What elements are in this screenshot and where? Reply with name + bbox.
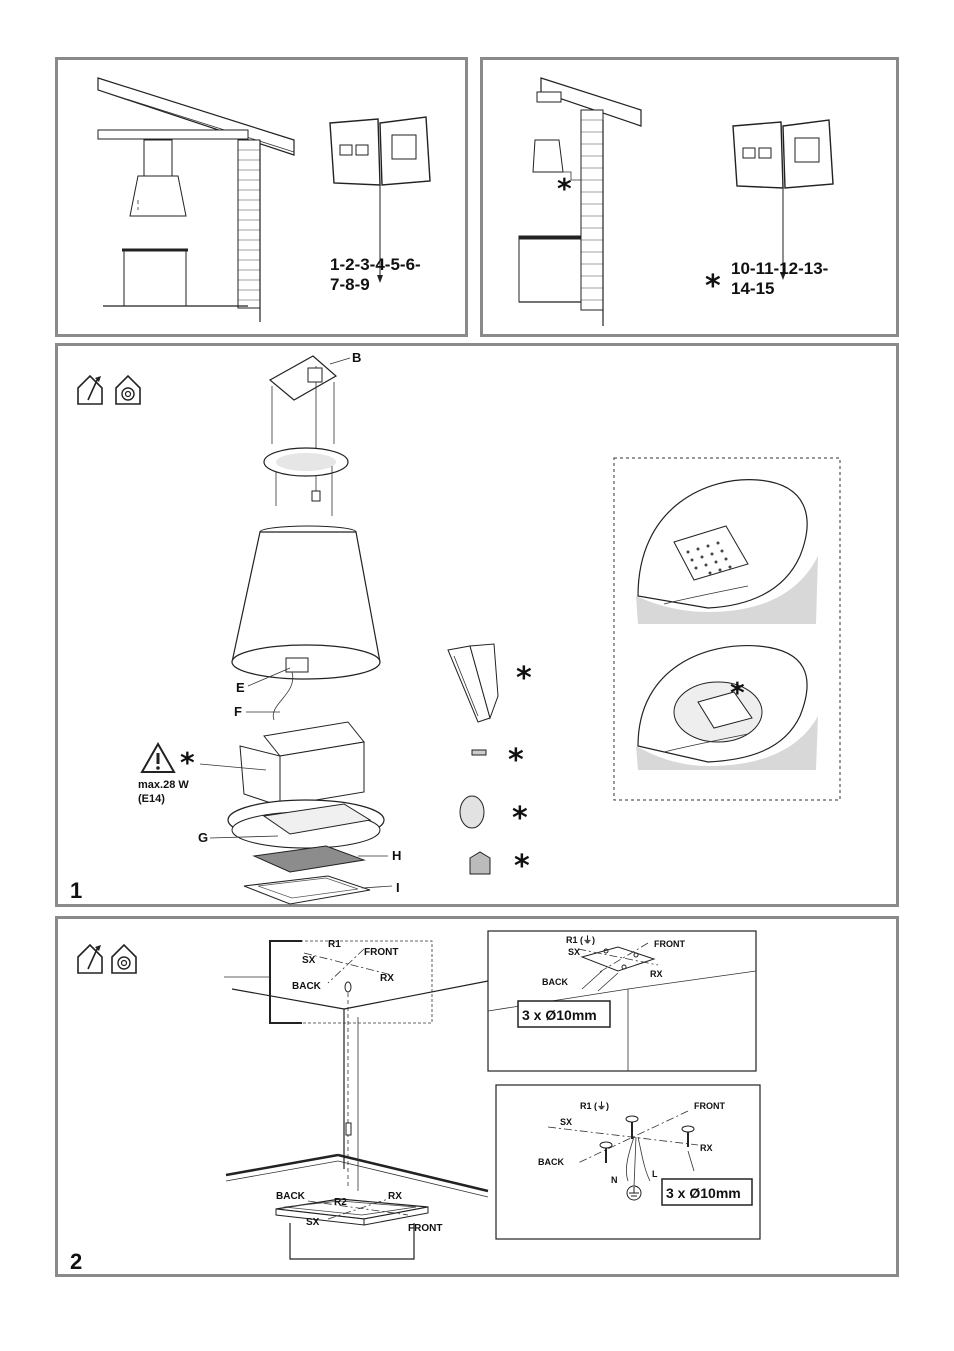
label-i: I <box>396 880 400 895</box>
spacer-accessory <box>471 749 487 756</box>
drilling-detail-2-drawing <box>547 1110 699 1201</box>
detail1-r1: R1 (⏚) <box>566 935 595 945</box>
ceiling-r1: R1 <box>328 939 341 950</box>
floor-front: FRONT <box>408 1223 442 1234</box>
cap-accessory <box>459 795 485 829</box>
manual-book-icon <box>329 116 431 283</box>
detail1-holes-box <box>517 1000 611 1028</box>
drilling-detail-1-drawing <box>487 942 757 1071</box>
bulb-warning-line2: (E14) <box>138 793 165 805</box>
ducted-room-illustration: 1-2-3-4-5-6- 7-8-9 <box>97 77 431 322</box>
label-b: B <box>352 350 361 365</box>
ceiling-back: BACK <box>292 981 322 992</box>
ground-symbol-icon <box>626 1185 642 1201</box>
label-h: H <box>392 848 401 863</box>
optional-asterisk: * <box>705 269 721 304</box>
detail2-sx: SX <box>560 1117 572 1127</box>
detail1-rx: RX <box>650 969 663 979</box>
ducted-mode-icon <box>77 943 103 974</box>
detail2-l: L <box>652 1169 658 1179</box>
brick-wall <box>580 109 604 311</box>
filter-detail-top <box>636 479 818 624</box>
detail2-holes: 3 x Ø10mm <box>666 1185 741 1201</box>
ceiling-rx: RX <box>380 973 394 984</box>
label-e: E <box>236 680 245 695</box>
floor-r2: R2 <box>334 1197 347 1208</box>
grease-filter-h <box>252 845 366 873</box>
accessory-asterisk: * <box>514 849 530 884</box>
floor-back: BACK <box>276 1191 306 1202</box>
accessory-asterisk: * <box>516 661 532 696</box>
manual-book-icon <box>732 119 834 280</box>
brick-wall <box>237 139 261 309</box>
wall-room-illustration: * * 10-11-12-13- 14-15 <box>518 77 834 326</box>
ducted-mode-icon <box>77 374 103 405</box>
optional-asterisk: * <box>557 172 572 205</box>
bulb-asterisk: * <box>180 746 195 779</box>
filter-asterisk: * <box>730 676 745 709</box>
filter-detail-bottom: * <box>636 644 818 770</box>
ceiling-front: FRONT <box>364 947 398 958</box>
detail1-front: FRONT <box>654 939 685 949</box>
step-number-1: 1 <box>70 878 82 903</box>
bulb-warning-line1: max.28 W <box>138 779 189 791</box>
panel-wall-installation-overview: * * 10-11-12-13- 14-15 <box>480 57 899 337</box>
accessory-asterisk: * <box>508 743 524 778</box>
hood-illustration <box>129 139 187 217</box>
carbon-filter-i <box>243 875 371 905</box>
recirculation-mode-icon <box>115 374 141 405</box>
wall-bracket-accessory <box>447 643 499 723</box>
detail2-r1: R1 (⏚) <box>580 1101 609 1111</box>
label-f: F <box>234 704 242 719</box>
floor-rx: RX <box>388 1191 402 1202</box>
conical-shade <box>231 525 381 680</box>
label-g: G <box>198 830 208 845</box>
pages-reference-line1: 10-11-12-13- <box>731 259 828 278</box>
ceiling-sx: SX <box>302 955 316 966</box>
detail2-rx: RX <box>700 1143 713 1153</box>
filter-detail-box <box>613 457 841 801</box>
warning-triangle-icon <box>140 741 176 773</box>
wall-hood-illustration <box>532 139 564 173</box>
panel-step-2-drilling: R1 SX FRONT RX BACK BACK R2 RX SX FRONT … <box>55 916 899 1277</box>
drilling-detail-2 <box>495 1084 761 1240</box>
floor-sx: SX <box>306 1217 320 1228</box>
pages-reference-line1: 1-2-3-4-5-6- <box>330 255 421 274</box>
detail1-back: BACK <box>542 977 568 987</box>
room-perspective <box>225 980 489 1198</box>
panel-step-1-exploded-view: B E F * <box>55 343 899 907</box>
panel-ducted-installation-overview: 1-2-3-4-5-6- 7-8-9 <box>55 57 468 337</box>
detail2-n: N <box>611 1175 618 1185</box>
recirculation-mode-icon <box>111 943 137 974</box>
accessory-asterisk: * <box>512 801 528 836</box>
detail2-front: FRONT <box>694 1101 725 1111</box>
step-number-2: 2 <box>70 1249 82 1274</box>
detail1-holes: 3 x Ø10mm <box>522 1007 597 1023</box>
detail1-sx: SX <box>568 947 580 957</box>
detail2-holes-box <box>661 1178 753 1206</box>
pages-reference-line2: 14-15 <box>731 279 774 298</box>
floor-island-template <box>275 1198 429 1260</box>
motor-body <box>227 721 385 849</box>
clip-accessory <box>469 851 491 875</box>
detail2-back: BACK <box>538 1157 564 1167</box>
pages-reference-line2: 7-8-9 <box>330 275 370 294</box>
